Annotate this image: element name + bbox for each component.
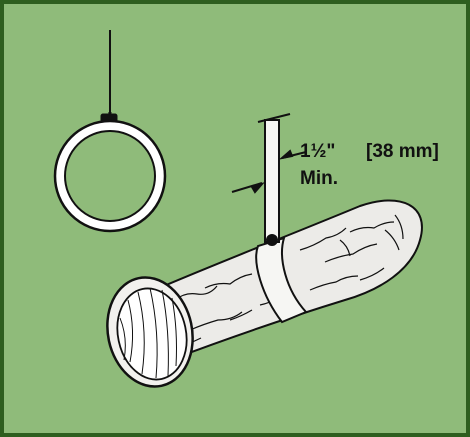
extension-line-top [257, 113, 291, 123]
metric-label: [38 mm] [366, 141, 439, 162]
min-label: Min. [300, 168, 338, 189]
arrow-left [250, 182, 266, 194]
duct-end-inner [116, 287, 188, 381]
arrow-right [278, 149, 294, 160]
flexible-duct [106, 199, 423, 388]
duct-end-texture [119, 287, 177, 379]
strap-band [255, 236, 308, 324]
ring-hanger-cross-section [53, 30, 167, 233]
dimension-marker [231, 113, 307, 194]
duct-ring-inner [64, 130, 156, 222]
width-label: 1½" [300, 141, 336, 162]
vertical-strap [264, 119, 280, 246]
strap-fastener [266, 234, 278, 246]
strap [264, 119, 280, 243]
